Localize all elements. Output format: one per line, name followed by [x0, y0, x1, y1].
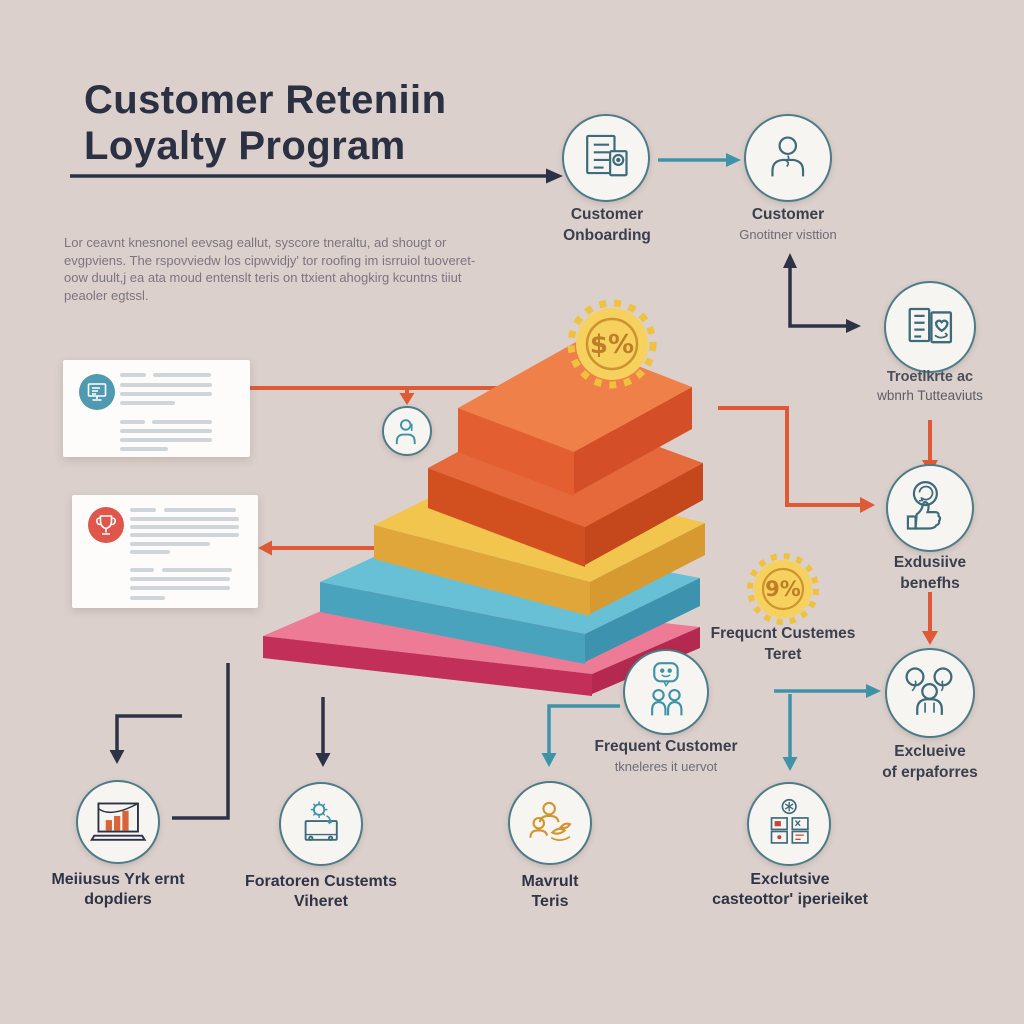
tier-to-rewards-arrow: [782, 694, 798, 771]
explorers-label: Exclueive of erpaforres: [882, 743, 978, 781]
member-node: [382, 406, 432, 456]
pyramid-tier1-left: [458, 408, 574, 496]
document-heart-icon: [908, 307, 952, 344]
pyramid-to-metrics-elbow: [172, 663, 230, 820]
explorers-node: [885, 648, 975, 738]
pyramid-tier4-right: [585, 578, 700, 662]
frequent-customer-node: [623, 649, 709, 735]
customer-label: Customer Gnotitner visttion: [739, 206, 837, 242]
maturity-label: Mavrult Teris: [521, 873, 579, 910]
benefits-node: [886, 464, 974, 552]
benefits-to-explorers-arrow: [922, 592, 938, 645]
laptop-gears-icon: [304, 801, 338, 841]
info-card-2: [72, 495, 258, 608]
metrics-node: [76, 780, 160, 864]
pyramid-tier1-right: [574, 387, 692, 494]
frequent-to-maturity-elbow: [541, 704, 620, 767]
trophy-icon: [88, 507, 124, 543]
small-person-icon: [395, 419, 416, 445]
onboarding-node: [562, 114, 650, 202]
rewards-label: Exclutsive casteottor' iperieiket: [712, 871, 868, 908]
rewards-node: [747, 782, 831, 866]
info-card-1: [63, 360, 250, 457]
tracking-node: [884, 281, 976, 373]
tier-badge: 9%: [747, 553, 819, 625]
frequent-to-explorers-arrow: [774, 684, 881, 698]
page-title: Customer Reteniin Loyalty Program: [84, 77, 447, 168]
pyramid-tier4-left: [320, 582, 585, 664]
customer-node: [744, 114, 832, 202]
formation-down-arrow: [315, 697, 331, 767]
person-icon: [771, 136, 805, 177]
intro-paragraph: Lor ceavnt knesnonel eevsag eallut, sysc…: [64, 235, 476, 303]
pyramid-tier2-left: [428, 468, 585, 567]
discount-badge: $%: [567, 299, 657, 389]
tier-badge-label: Frequcnt Custemes Teret: [710, 625, 856, 663]
tier-badge-text: 9%: [765, 577, 801, 601]
document-checklist-icon: [586, 135, 628, 177]
metrics-label: Meiiusus Yrk ernt dopdiers: [51, 871, 185, 908]
onboarding-label: Customer Onboarding: [563, 206, 651, 244]
people-growth-icon: [529, 801, 572, 841]
pyramid-tier3-left: [374, 525, 590, 616]
benefits-label: Exdusiive benefhs: [893, 554, 967, 592]
pyramid-base-left: [263, 636, 592, 696]
loyalty-pyramid: [263, 342, 705, 696]
title-arrow: [70, 168, 563, 184]
pyramid-tier3-right: [590, 523, 705, 614]
discount-badge-text: $%: [590, 330, 634, 360]
presentation-screen-icon: [79, 374, 115, 410]
tracking-label: Troetlkrte ac wbnrh Tutteaviuts: [877, 369, 983, 403]
frequent-customer-label: Frequent Customer tkneleres it uervot: [594, 738, 738, 774]
maturity-node: [508, 781, 592, 865]
bar-chart-board-icon: [89, 802, 147, 841]
customer-to-tracking-elbow: [783, 253, 861, 333]
thumbs-up-refresh-icon: [907, 481, 942, 530]
metrics-down-elbow: [109, 714, 182, 764]
pyramid-tier2-right: [585, 463, 703, 565]
onboarding-to-customer-arrow: [658, 153, 741, 167]
pyramid-to-benefits-elbow: [718, 406, 875, 513]
people-chat-bubble-icon: [651, 662, 683, 716]
formation-label: Foratoren Custemts Viheret: [244, 873, 398, 910]
coupon-grid-icon: [770, 798, 809, 844]
formation-node: [279, 782, 363, 866]
person-balloons-icon: [905, 667, 953, 716]
